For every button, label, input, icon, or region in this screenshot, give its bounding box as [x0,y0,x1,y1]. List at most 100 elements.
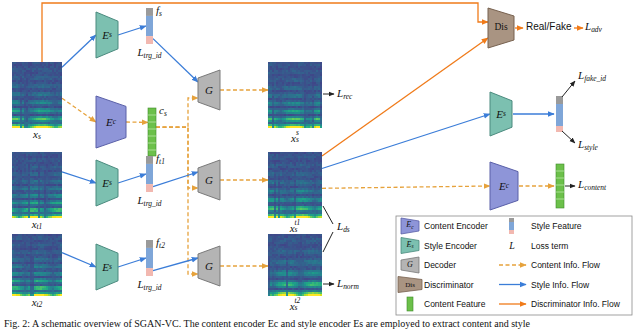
spectrogram-cell [270,124,272,126]
spectrogram-cell [28,112,30,114]
spectrogram-cell [46,76,48,78]
spectrogram-cell [12,166,14,168]
spectrogram-cell [30,106,32,108]
spectrogram-cell [294,102,296,104]
spectrogram-cell [302,70,304,72]
spectrogram-cell [290,70,292,72]
spectrogram-cell [272,110,274,112]
spectrogram-cell [300,124,302,126]
spectrogram-cell [302,68,304,70]
spectrogram-cell [20,206,22,208]
spectrogram-cell [304,94,306,96]
spectrogram-cell [272,118,274,120]
spectrogram-cell [294,82,296,84]
spectrogram-cell [36,76,38,78]
spectrogram-cell [14,110,16,112]
spectrogram-cell [308,82,310,84]
spectrogram-cell [44,112,46,114]
spectrogram-cell [54,86,56,88]
spectrogram-cell [18,112,20,114]
spectrogram-cell [302,98,304,100]
spectrogram-cell [274,92,276,94]
spectrogram-cell [60,122,62,124]
spectrogram-cell [320,112,322,114]
spectrogram-cell [316,118,318,120]
spectrogram-cell [12,124,14,126]
spectrogram-cell [40,116,42,118]
spectrogram-cell [52,62,54,64]
spectrogram-cell [20,184,22,186]
spectrogram-cell [274,110,276,112]
spectrogram-cell [314,104,316,106]
spectrogram-cell [18,192,20,194]
spectrogram-cell [276,110,278,112]
spectrogram-cell [12,196,14,198]
spectrogram-cell [54,126,56,128]
spectrogram-cell [272,104,274,106]
spectrogram-cell [282,98,284,100]
spectrogram-cell [38,86,40,88]
spectrogram-cell [310,72,312,74]
spectrogram-cell [50,74,52,76]
node-label: Es [96,12,118,58]
spectrogram-cell [316,110,318,112]
spectrogram-cell [14,118,16,120]
spectrogram-cell [26,94,28,96]
spectrogram-cell [12,192,14,194]
spectrogram-cell [296,122,298,124]
spectrogram-cell [60,114,62,116]
spectrogram-cell [60,68,62,70]
spectrogram-cell [288,72,290,74]
spectrogram-cell [16,96,18,98]
spectrogram-cell [20,208,22,210]
spectrogram-cell [12,94,14,96]
spectrogram-cell [302,78,304,80]
spectrogram-cell [58,68,60,70]
spectrogram-cell [48,68,50,70]
spectrogram-cell [46,106,48,108]
spectrogram-cell [282,120,284,122]
spectrogram-cell [50,90,52,92]
spectrogram-cell [270,98,272,100]
spectrogram-cell [318,96,320,98]
spectrogram-cell [308,102,310,104]
spectrogram-cell [26,102,28,104]
spectrogram-cell [60,70,62,72]
spectrogram-cell [294,76,296,78]
spectrogram-cell [16,104,18,106]
spectrogram-cell [12,188,14,190]
spectrogram-cell [294,92,296,94]
spectrogram-cell [36,110,38,112]
spectrogram-cell [310,102,312,104]
spectrogram-cell [280,78,282,80]
spectrogram-cell [280,90,282,92]
spectrogram-cell [50,82,52,84]
spectrogram-cell [316,114,318,116]
spectrogram-cell [38,118,40,120]
spectrogram-cell [34,80,36,82]
spectrogram-cell [12,108,14,110]
spectrogram-cell [44,76,46,78]
spectrogram-cell [276,112,278,114]
node-label: G [198,70,220,110]
spectrogram-cell [16,162,18,164]
spectrogram-cell [304,108,306,110]
spectrogram-cell [292,104,294,106]
node-subscript: s [159,9,162,18]
spectrogram-cell [56,108,58,110]
spectrogram-cell [34,106,36,108]
spectrogram-cell [16,100,18,102]
spectrogram-cell [288,114,290,116]
spectrogram-cell [16,76,18,78]
spectrogram-cell [314,96,316,98]
spectrogram-cell [268,88,270,90]
spectrogram-cell [272,64,274,66]
spectrogram-cell [58,92,60,94]
spectrogram-cell [12,100,14,102]
spectrogram-cell [278,120,280,122]
spectrogram-cell [18,202,20,204]
spectrogram-cell [38,78,40,80]
spectrogram-cell [278,98,280,100]
spectrogram-cell [60,90,62,92]
spectrogram-cell [22,100,24,102]
